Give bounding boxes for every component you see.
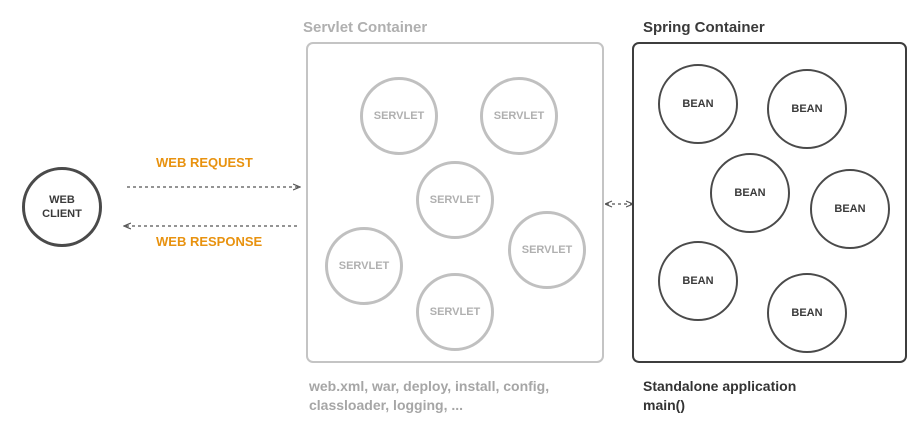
- servlet-node: SERVLET: [416, 161, 494, 239]
- bean-node: BEAN: [658, 64, 738, 144]
- servlet-node: SERVLET: [325, 227, 403, 305]
- bean-node: BEAN: [658, 241, 738, 321]
- servlet-container-title: Servlet Container: [303, 19, 428, 36]
- servlet-node: SERVLET: [416, 273, 494, 351]
- web-request-label: WEB REQUEST: [156, 155, 253, 170]
- bean-node: BEAN: [767, 273, 847, 353]
- servlet-node: SERVLET: [508, 211, 586, 289]
- bean-node: BEAN: [810, 169, 890, 249]
- spring-container-title: Spring Container: [643, 19, 765, 36]
- web-client-label-line2: CLIENT: [42, 208, 82, 220]
- bean-node: BEAN: [767, 69, 847, 149]
- servlet-footer-line2: classloader, logging, ...: [309, 397, 464, 413]
- servlet-node: SERVLET: [480, 77, 558, 155]
- spring-container-box: [632, 42, 907, 363]
- spring-container-footer: Standalone application main(): [643, 377, 796, 415]
- spring-footer-line2: main(): [643, 397, 685, 413]
- web-response-label: WEB RESPONSE: [156, 234, 263, 249]
- servlet-footer-line1: web.xml, war, deploy, install, config,: [309, 378, 550, 394]
- web-client-label-line1: WEB: [49, 194, 75, 206]
- servlet-container-footer: web.xml, war, deploy, install, config, c…: [309, 377, 549, 415]
- bean-node: BEAN: [710, 153, 790, 233]
- servlet-container-box: [306, 42, 604, 363]
- web-client-node: WEB CLIENT: [22, 167, 102, 247]
- servlet-node: SERVLET: [360, 77, 438, 155]
- spring-footer-line1: Standalone application: [643, 378, 797, 394]
